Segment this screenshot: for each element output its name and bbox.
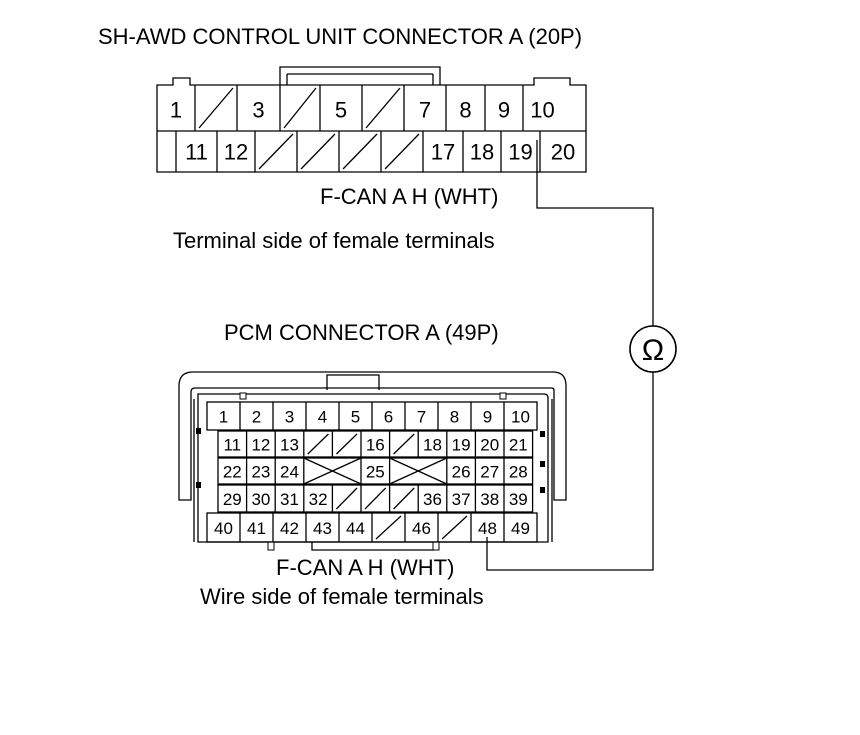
connector-a-title: SH-AWD CONTROL UNIT CONNECTOR A (20P): [98, 24, 582, 49]
terminal-label: 20: [551, 140, 575, 165]
terminal-label: 22: [223, 463, 242, 482]
blank-cavity-slash: [441, 515, 468, 540]
terminal-label: 25: [366, 463, 385, 482]
terminal-label: 31: [280, 490, 299, 509]
terminal-label: 3: [252, 98, 264, 123]
connector-b-wire-label: F-CAN A H (WHT): [276, 555, 454, 580]
terminal-label: 16: [366, 436, 385, 455]
ohmmeter: Ω: [629, 325, 677, 373]
terminal-label: 39: [509, 490, 528, 509]
terminal-label: 36: [423, 490, 442, 509]
terminal-label: 13: [280, 436, 299, 455]
terminal-label: 1: [219, 408, 228, 427]
blank-cavity-slash: [198, 87, 234, 129]
blank-cavity-cross: [389, 457, 448, 485]
connector-a-side-label: Terminal side of female terminals: [173, 228, 495, 253]
terminal-label: 20: [480, 436, 499, 455]
terminal-label: 28: [509, 463, 528, 482]
terminal-label: 18: [470, 140, 494, 165]
terminal-label: 11: [185, 140, 208, 165]
blank-cavity-slash: [342, 133, 378, 170]
terminal-label: 17: [431, 140, 455, 165]
terminal-label: 21: [509, 436, 528, 455]
blank-cavity-cross: [303, 457, 362, 485]
blank-cavity-slash: [365, 87, 401, 129]
terminal-label: 24: [280, 463, 299, 482]
terminal-label: 23: [251, 463, 270, 482]
terminal-label: 37: [452, 490, 471, 509]
terminal-label: 42: [280, 519, 299, 538]
terminal-label: 4: [318, 408, 327, 427]
terminal-label: 1: [170, 98, 182, 123]
blank-cavity-slash: [335, 433, 358, 455]
blank-cavity-slash: [364, 487, 387, 510]
connector-a-wire-label: F-CAN A H (WHT): [320, 184, 498, 209]
terminal-label: 18: [423, 436, 442, 455]
blank-cavity-slash: [384, 133, 420, 170]
blank-cavity-slash: [375, 515, 402, 540]
terminal-label: 29: [223, 490, 242, 509]
terminal-label: 38: [480, 490, 499, 509]
probe-wire-lower: [486, 372, 654, 571]
connector-b-title: PCM CONNECTOR A (49P): [224, 320, 499, 345]
blank-cavity-slash: [283, 87, 317, 129]
terminal-label: 26: [452, 463, 471, 482]
terminal-label: 48: [478, 519, 497, 538]
terminal-label: 32: [309, 490, 328, 509]
terminal-label: 3: [285, 408, 294, 427]
terminal-label: 10: [511, 408, 530, 427]
terminal-label: 49: [511, 519, 530, 538]
terminal-label: 10: [530, 98, 554, 123]
terminal-label: 7: [417, 408, 426, 427]
terminal-label: 30: [251, 490, 270, 509]
terminal-label: 43: [313, 519, 332, 538]
terminal-label: 8: [459, 98, 471, 123]
terminal-label: 12: [224, 140, 248, 165]
terminal-label: 46: [412, 519, 431, 538]
blank-cavity-slash: [393, 487, 415, 510]
terminal-label: 9: [483, 408, 492, 427]
terminal-label: 41: [247, 519, 266, 538]
blank-cavity-slash: [393, 433, 415, 455]
terminal-label: 27: [480, 463, 499, 482]
blank-cavity-slash: [258, 133, 294, 170]
blank-cavity-slash: [300, 133, 336, 170]
terminal-label: 2: [252, 408, 261, 427]
terminal-label: 5: [351, 408, 360, 427]
terminal-label: 9: [498, 98, 510, 123]
terminal-label: 44: [346, 519, 365, 538]
terminal-label: 40: [214, 519, 233, 538]
terminal-label: 6: [384, 408, 393, 427]
terminal-label: 7: [419, 98, 431, 123]
probe-wire-upper: [536, 140, 654, 326]
blank-cavity-slash: [335, 487, 358, 510]
terminal-label: 5: [335, 98, 347, 123]
connector-a-housing: [156, 66, 587, 173]
connector-b-housing: [178, 371, 567, 551]
terminal-label: 19: [508, 140, 532, 165]
terminal-label: 12: [251, 436, 270, 455]
blank-cavity-slash: [307, 433, 329, 455]
connector-b-side-label: Wire side of female terminals: [200, 584, 484, 609]
connector-a-cells: 1 3 5 7 8 9 10 11 12 17 18 19 20: [170, 85, 575, 172]
terminal-label: 19: [452, 436, 471, 455]
ohm-icon: Ω: [642, 334, 664, 367]
terminal-label: 8: [450, 408, 459, 427]
terminal-label: 11: [223, 436, 241, 455]
